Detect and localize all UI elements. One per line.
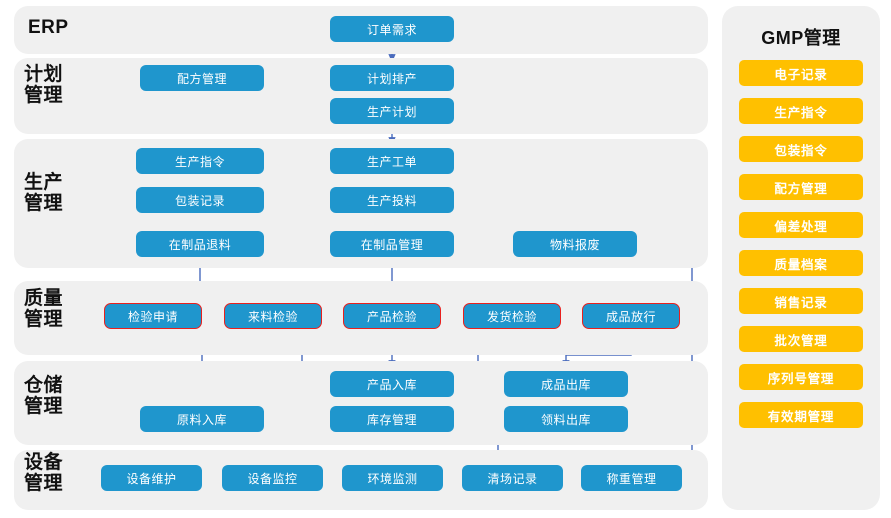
node-production-order-cmd[interactable]: 生产指令 [136,148,264,174]
node-wip-management[interactable]: 在制品管理 [330,231,454,257]
gmp-item-gmp-electronic-record[interactable]: 电子记录 [739,60,863,86]
node-order-demand[interactable]: 订单需求 [330,16,454,42]
node-picking-outbound[interactable]: 领料出库 [504,406,628,432]
section-label-production: 生产 管理 [24,172,64,214]
gmp-item-gmp-production-order[interactable]: 生产指令 [739,98,863,124]
node-finished-release[interactable]: 成品放行 [582,303,680,329]
node-material-feeding[interactable]: 生产投料 [330,187,454,213]
node-plan-scheduling[interactable]: 计划排产 [330,65,454,91]
node-equipment-monitor[interactable]: 设备监控 [222,465,323,491]
node-weighing-management[interactable]: 称重管理 [581,465,682,491]
gmp-item-gmp-deviation-handling[interactable]: 偏差处理 [739,212,863,238]
node-raw-material-inbound[interactable]: 原料入库 [140,406,264,432]
gmp-item-gmp-packaging-order[interactable]: 包装指令 [739,136,863,162]
gmp-item-gmp-serial-management[interactable]: 序列号管理 [739,364,863,390]
section-label-warehouse: 仓储 管理 [24,375,64,417]
node-environment-monitor[interactable]: 环境监测 [342,465,443,491]
gmp-item-gmp-sales-record[interactable]: 销售记录 [739,288,863,314]
node-material-scrap[interactable]: 物料报废 [513,231,637,257]
section-label-quality: 质量 管理 [24,288,64,330]
gmp-panel-title: GMP管理 [761,28,841,48]
node-finished-outbound[interactable]: 成品出库 [504,371,628,397]
node-production-plan[interactable]: 生产计划 [330,98,454,124]
node-product-inspection[interactable]: 产品检验 [343,303,441,329]
node-packaging-record[interactable]: 包装记录 [136,187,264,213]
node-cleaning-record[interactable]: 清场记录 [462,465,563,491]
node-wip-return[interactable]: 在制品退料 [136,231,264,257]
gmp-item-gmp-batch-management[interactable]: 批次管理 [739,326,863,352]
gmp-item-gmp-quality-file[interactable]: 质量档案 [739,250,863,276]
node-recipe-management[interactable]: 配方管理 [140,65,264,91]
node-product-inbound[interactable]: 产品入库 [330,371,454,397]
node-shipping-inspection[interactable]: 发货检验 [463,303,561,329]
section-label-erp: ERP [28,17,69,38]
section-label-equipment: 设备 管理 [24,452,64,494]
node-inventory-management[interactable]: 库存管理 [330,406,454,432]
node-inspection-request[interactable]: 检验申请 [104,303,202,329]
gmp-item-gmp-recipe-management[interactable]: 配方管理 [739,174,863,200]
node-work-order[interactable]: 生产工单 [330,148,454,174]
node-equipment-maintain[interactable]: 设备维护 [101,465,202,491]
node-incoming-inspection[interactable]: 来料检验 [224,303,322,329]
section-label-plan: 计划 管理 [24,64,64,106]
gmp-item-gmp-shelf-life[interactable]: 有效期管理 [739,402,863,428]
